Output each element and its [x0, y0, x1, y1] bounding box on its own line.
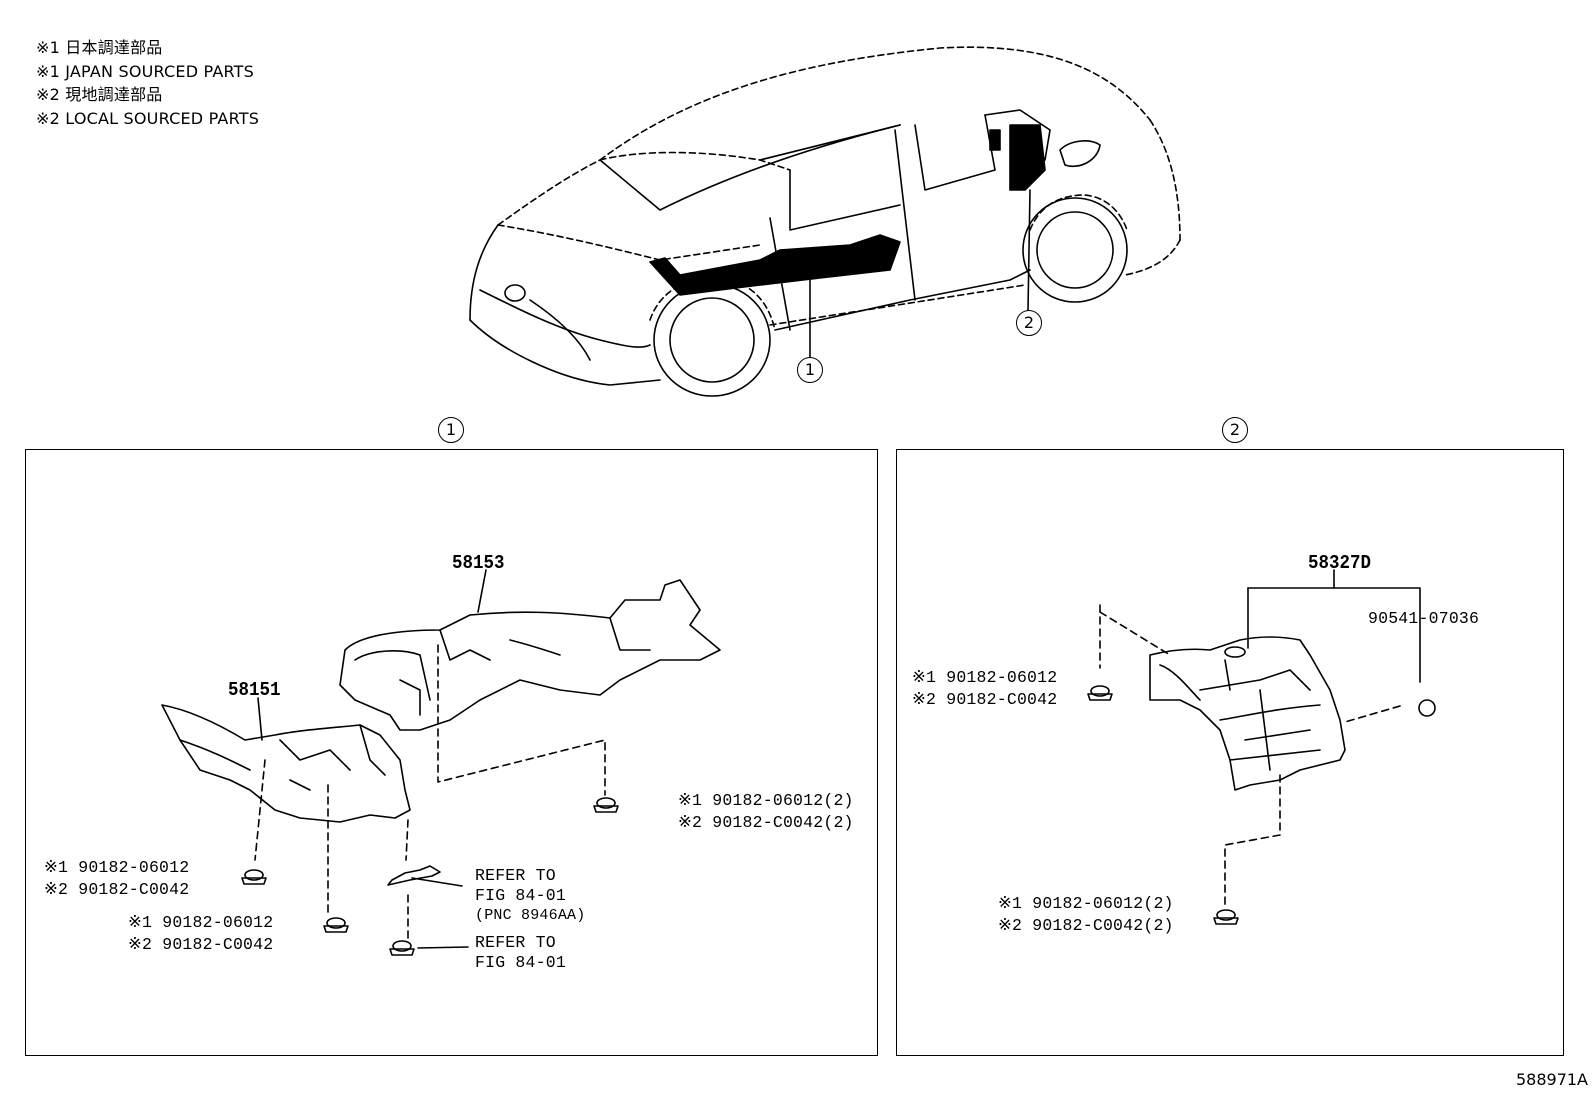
insulator-58153-drawing: [339, 579, 721, 731]
insulator-58327D-drawing: [1149, 636, 1346, 791]
refer-b-line-2: FIG 84-01: [475, 953, 566, 972]
part-number-58327D: 58327D: [1308, 552, 1371, 574]
callout-2-panel-header: 2: [1222, 417, 1248, 443]
refer-a-line-3: (PNC 8946AA): [475, 907, 586, 924]
sourcing-legend: ※1 日本調達部品 ※1 JAPAN SOURCED PARTS ※2 現地調達…: [36, 36, 259, 130]
clip-top-label-2: ※2 90182-C0042: [912, 690, 1058, 709]
part-number-58153: 58153: [452, 552, 505, 574]
clip-left-a-label-1: ※1 90182-06012: [44, 858, 190, 877]
part-number-58151: 58151: [228, 679, 281, 701]
legend-line-4: ※2 LOCAL SOURCED PARTS: [36, 108, 260, 128]
callout-1-car: 1: [797, 357, 823, 383]
callout-2-car: 2: [1016, 310, 1042, 336]
legend-line-2: ※1 JAPAN SOURCED PARTS: [36, 61, 255, 81]
legend-line-1: ※1 日本調達部品: [36, 38, 163, 57]
refer-a-line-2: FIG 84-01: [475, 886, 566, 905]
clip-right-label-2: ※2 90182-C0042(2): [678, 813, 854, 832]
legend-line-3: ※2 現地調達部品: [36, 85, 163, 104]
detail-panel-2: [896, 449, 1564, 1056]
clip-left-b-label-1: ※1 90182-06012: [128, 913, 274, 932]
insulator-58151-drawing: [161, 704, 411, 823]
clip-left-a-label-2: ※2 90182-C0042: [44, 880, 190, 899]
clip-icons-panel1: [241, 797, 619, 956]
figure-code: 588971A: [1515, 1070, 1588, 1089]
clip-bottom-label-2: ※2 90182-C0042(2): [998, 916, 1174, 935]
car-illustration: [469, 46, 1181, 397]
detail-panel-1: [25, 449, 878, 1056]
clip-icons-panel2: [1087, 685, 1436, 925]
part-number-90541-07036: 90541-07036: [1368, 609, 1480, 628]
refer-a-line-1: REFER TO: [475, 866, 556, 885]
clip-right-label-1: ※1 90182-06012(2): [678, 791, 854, 810]
clip-bottom-label-1: ※1 90182-06012(2): [998, 894, 1174, 913]
clip-left-b-label-2: ※2 90182-C0042: [128, 935, 274, 954]
callout-1-panel-header: 1: [438, 417, 464, 443]
clip-top-label-1: ※1 90182-06012: [912, 668, 1058, 687]
refer-b-line-1: REFER TO: [475, 933, 556, 952]
